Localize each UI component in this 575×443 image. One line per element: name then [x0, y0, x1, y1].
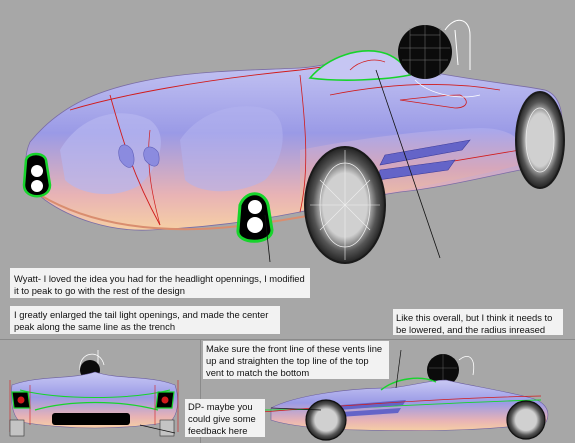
- taillight-caption-panel: [10, 306, 280, 334]
- feedback-note: DP- maybe you could give some feedback h…: [188, 401, 256, 436]
- rear-view-render: [0, 340, 200, 443]
- left-tail-light: [22, 152, 52, 198]
- feedback-caption-panel: [185, 399, 265, 437]
- vents-note: Make sure the front line of these vents …: [206, 343, 383, 378]
- overall-note: Like this overall, but I think it needs …: [396, 312, 553, 335]
- right-tail-light: [236, 192, 274, 243]
- tail-light-note: I greatly enlarged the tail light openin…: [14, 309, 269, 332]
- section-divider: [0, 339, 575, 340]
- vents-caption-panel: [203, 341, 389, 379]
- overall-caption-panel: [393, 309, 563, 335]
- headlight-note: Wyatt- I loved the idea you had for the …: [14, 273, 305, 296]
- headlight-caption-panel: [10, 268, 310, 298]
- bottom-divider: [200, 340, 201, 443]
